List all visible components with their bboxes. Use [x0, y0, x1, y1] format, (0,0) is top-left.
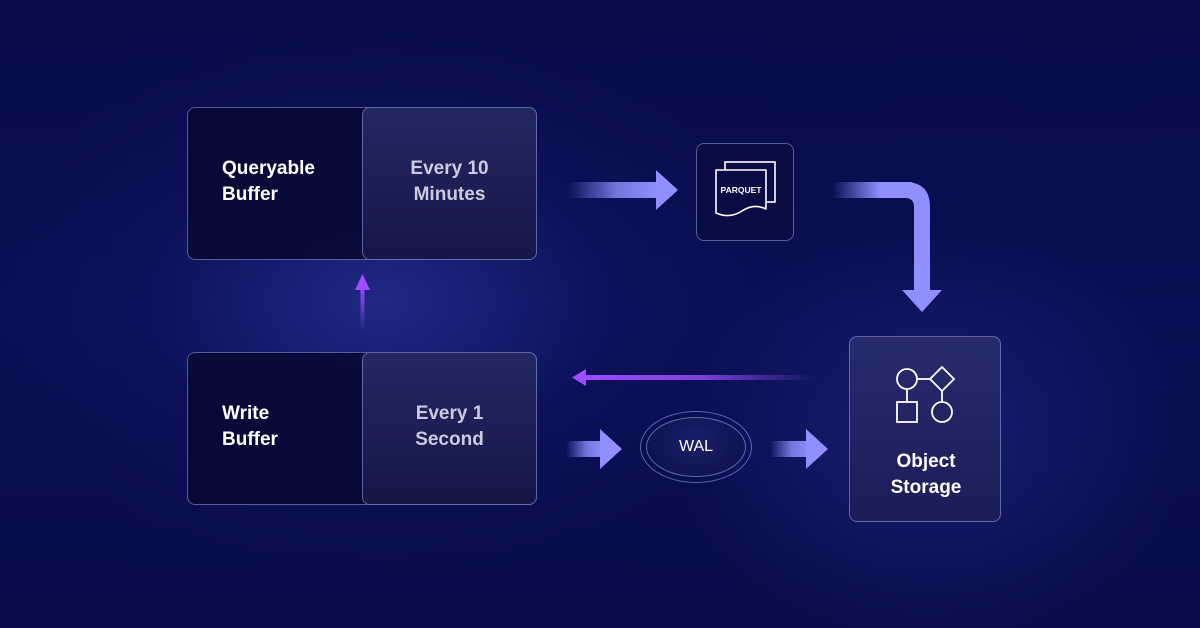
- arrow-write-to-queryable: [355, 274, 370, 331]
- write-buffer-interval-line2: Second: [415, 429, 484, 450]
- arrow-parquet-to-object-storage: [832, 182, 942, 312]
- write-buffer-interval: Every 1 Second: [362, 401, 537, 453]
- queryable-buffer-interval-line1: Every 10: [410, 158, 489, 179]
- arrow-wal-to-object-storage: [770, 429, 828, 469]
- object-storage-label-line1: Object: [896, 451, 956, 472]
- object-storage-box: Object Storage: [849, 336, 1001, 522]
- wal-label: WAL: [678, 438, 714, 455]
- write-buffer-label: Write Buffer: [222, 401, 278, 453]
- parquet-box: PARQUET: [696, 143, 794, 241]
- queryable-buffer-label: Queryable Buffer: [222, 156, 315, 208]
- write-buffer-interval-panel: [362, 352, 537, 505]
- write-buffer-label-line1: Write: [222, 403, 270, 424]
- queryable-buffer-interval-panel: [362, 107, 537, 260]
- parquet-file-icon: PARQUET: [714, 160, 776, 216]
- wal-node: WAL: [640, 411, 752, 483]
- arrow-write-to-wal: [566, 429, 622, 469]
- queryable-buffer-interval-line2: Minutes: [413, 184, 486, 205]
- write-buffer-interval-line1: Every 1: [415, 403, 484, 424]
- shapes-icon: [895, 365, 955, 423]
- queryable-buffer-interval: Every 10 Minutes: [362, 156, 537, 208]
- arrow-queryable-to-parquet: [568, 170, 678, 210]
- arrow-object-storage-to-write: [572, 369, 816, 386]
- object-storage-label: Object Storage: [850, 449, 1002, 501]
- parquet-label: PARQUET: [720, 185, 762, 195]
- queryable-buffer-label-line1: Queryable: [222, 158, 315, 179]
- queryable-buffer-label-line2: Buffer: [222, 184, 278, 205]
- write-buffer-label-line2: Buffer: [222, 429, 278, 450]
- wal-node-inner: WAL: [646, 417, 746, 477]
- object-storage-label-line2: Storage: [890, 477, 962, 498]
